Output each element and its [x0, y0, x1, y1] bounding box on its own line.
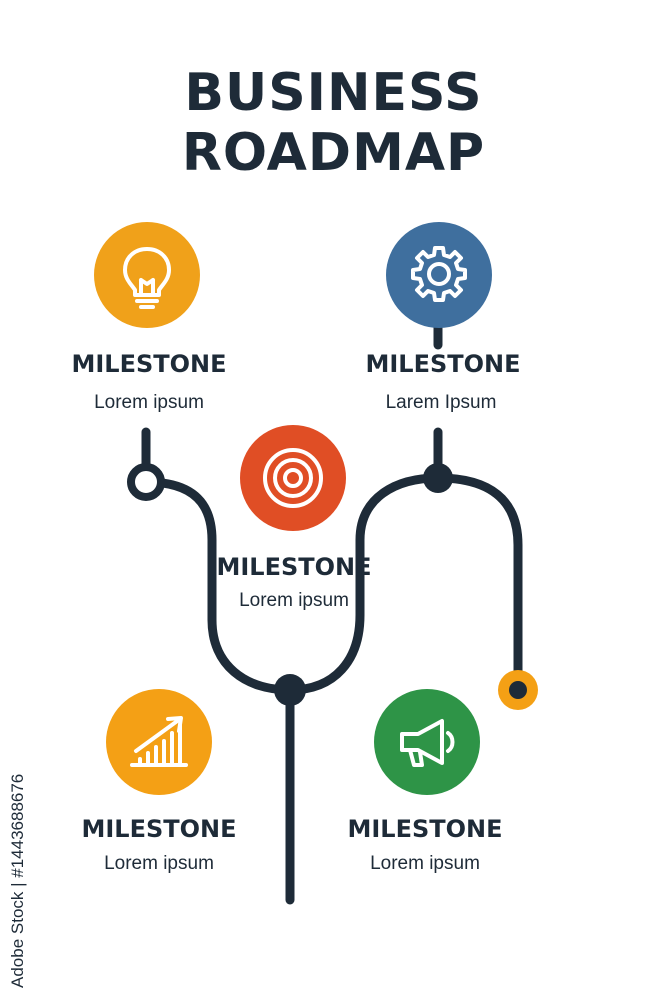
- title-line-2: ROADMAP: [181, 123, 486, 183]
- milestone-5-label: MILESTONE: [347, 815, 503, 843]
- target-icon: [263, 448, 323, 508]
- right-node: [423, 463, 453, 493]
- stock-watermark: Adobe Stock | #1443688676: [8, 773, 27, 988]
- center-node: [274, 674, 306, 706]
- milestone-2-circle: [386, 222, 492, 328]
- lightbulb-icon: [123, 247, 171, 309]
- milestone-5-text: Lorem ipsum: [370, 853, 480, 874]
- milestone-3-text: Lorem ipsum: [239, 590, 349, 611]
- milestone-1-text: Lorem ipsum: [94, 392, 204, 413]
- left-branch-line: [141, 477, 295, 695]
- milestone-1-label: MILESTONE: [71, 350, 227, 378]
- milestone-1-circle: [94, 222, 200, 328]
- left-node: [127, 463, 165, 501]
- milestone-4-label: MILESTONE: [81, 815, 237, 843]
- growth-chart-icon: [130, 716, 188, 767]
- milestone-4-text: Lorem ipsum: [104, 853, 214, 874]
- milestone-5-circle: [374, 689, 480, 795]
- milestone-3-label: MILESTONE: [216, 553, 372, 581]
- milestone-4-circle: [106, 689, 212, 795]
- end-node-dot: [509, 681, 527, 699]
- right-branch-line: [285, 473, 523, 695]
- milestone-3-circle: [240, 425, 346, 531]
- title-line-1: BUSINESS: [184, 63, 483, 123]
- milestone-2-text: Larem Ipsum: [385, 392, 497, 413]
- gear-icon: [411, 246, 467, 302]
- megaphone-icon: [400, 719, 455, 767]
- milestone-2-label: MILESTONE: [365, 350, 521, 378]
